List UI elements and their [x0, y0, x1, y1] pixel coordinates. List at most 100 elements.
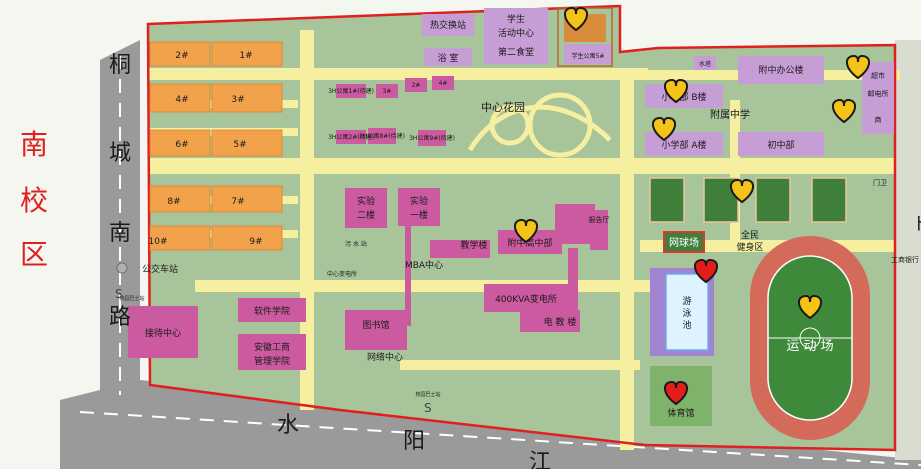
affil-office-label: 附中办公楼 [758, 64, 803, 76]
bus-note-w: 校园巴士站 [119, 295, 144, 302]
dorm-4-label: 4# [439, 80, 448, 87]
residence-5 [211, 129, 283, 157]
heart-icon [664, 78, 688, 104]
residence-9 [211, 225, 283, 251]
water-tower [694, 56, 716, 70]
residence-7-label: 7# [231, 197, 244, 207]
water-tower-label: 水塔 [699, 60, 711, 68]
south-road-name: 水 阳 江 [277, 413, 551, 469]
dorm-3h9 [418, 130, 446, 146]
bus-stop-icon [116, 262, 128, 274]
central-garden-label: 中心花园 [481, 101, 525, 114]
affil-office [738, 56, 824, 84]
fitness-label-1: 全民 [741, 229, 759, 241]
supermarket-block [862, 62, 894, 134]
dorm-3-label: 3# [383, 88, 392, 95]
residence-6-label: 6# [175, 140, 188, 150]
residence-2-label: 2# [175, 51, 188, 61]
heart-icon [832, 98, 856, 124]
heat-station-label: 热交换站 [430, 19, 466, 31]
heart-icon [652, 116, 676, 142]
library-label: 图书馆 [362, 319, 389, 331]
stadium-label: 运 动 场 [786, 339, 833, 354]
bath-label: 浴 室 [438, 52, 459, 64]
dorm-2-label: 2# [412, 82, 421, 89]
lab2-label-2: 二楼 [357, 209, 375, 221]
tennis-label: 网球场 [669, 236, 699, 249]
heart-icon-red [694, 258, 718, 284]
ed-building-label: 电 教 楼 [544, 316, 577, 328]
dorm-4 [432, 76, 454, 90]
residence-6 [149, 129, 211, 157]
heart-icon [846, 54, 870, 80]
gym-label: 体育馆 [667, 407, 694, 419]
residence-3 [211, 83, 283, 113]
central-garden-paths [467, 92, 612, 158]
residence-5-label: 5# [233, 140, 246, 150]
svg-text:校: 校 [20, 184, 48, 217]
bus-stop-w: S [115, 287, 123, 301]
dorm-3h2-label: 3H公寓2#(待建) [328, 133, 374, 141]
dorm-3h1-label: 3H公寓1#(待建) [328, 87, 374, 95]
right-road-fragment: ト [912, 214, 921, 235]
heart-icon [564, 6, 588, 32]
student-apt5 [564, 44, 612, 64]
residence-7 [211, 185, 283, 213]
report-hall-label: 报告厅 [589, 215, 610, 224]
svg-text:水: 水 [277, 413, 299, 438]
heart-markers [514, 6, 870, 406]
academic-buildings [128, 188, 608, 370]
residence-1 [211, 41, 283, 67]
courts [649, 177, 847, 223]
svg-text:江: 江 [529, 450, 551, 469]
student-center-label-2: 活动中心 [498, 27, 534, 39]
pool-label-3: 池 [682, 319, 691, 331]
tennis-court [663, 231, 705, 253]
residence-9-label: 9# [249, 237, 262, 247]
residence-10-label: 10# [149, 237, 168, 247]
substation-label: 400KVA变电所 [495, 293, 557, 305]
dorm-3h9-label: 3H公寓9#(待建) [409, 134, 455, 142]
anhui-label-1: 安徽工商 [254, 341, 290, 353]
junior-high [738, 132, 824, 156]
sewage-label: 污 水 站 [345, 240, 367, 248]
lab1-label-2: 一楼 [410, 209, 428, 221]
heart-icon [730, 178, 754, 204]
residence-10 [149, 225, 211, 251]
dorm-3h1 [336, 84, 366, 98]
campus-boundary [146, 4, 897, 452]
residence-1-label: 1# [239, 51, 252, 61]
gate-label: 门卫 [873, 178, 887, 187]
stadium [750, 236, 870, 440]
campus-label: 南 校 区 [20, 128, 48, 271]
residence-2 [149, 41, 211, 67]
heart-icon-red [664, 380, 688, 406]
svg-text:路: 路 [109, 305, 131, 330]
residence-8 [149, 185, 211, 213]
reception-label: 接待中心 [145, 327, 181, 339]
student-center-label-1: 学生 [507, 13, 525, 25]
residence-3-label: 3# [231, 95, 244, 105]
dorm-3h8 [368, 128, 396, 144]
junior-high-label: 初中部 [767, 139, 794, 151]
dorm-3h8-label: 3H公寓8#(待建) [359, 132, 405, 140]
residence-4 [149, 83, 211, 113]
pool-water [665, 273, 709, 351]
anhui-label-2: 管理学院 [254, 355, 290, 367]
dorm-3 [376, 84, 398, 98]
lab1-label-1: 实验 [410, 195, 428, 207]
shop-label: 商 [875, 115, 882, 124]
svg-text:南: 南 [109, 221, 131, 246]
bus-stop-s: S [424, 401, 432, 415]
fitness-label-2: 健身区 [736, 241, 763, 253]
lab2-label-1: 实验 [357, 195, 375, 207]
bus-station-label: 公交车站 [142, 263, 178, 275]
bath-house [424, 48, 472, 66]
software-label: 软件学院 [254, 305, 290, 317]
heart-icon [514, 218, 538, 244]
primary-a-label: 小学部 A楼 [661, 139, 706, 151]
residence-8-label: 8# [167, 197, 180, 207]
center-power-label: 中心变电所 [327, 270, 357, 278]
teaching-label: 教学楼 [460, 239, 487, 251]
